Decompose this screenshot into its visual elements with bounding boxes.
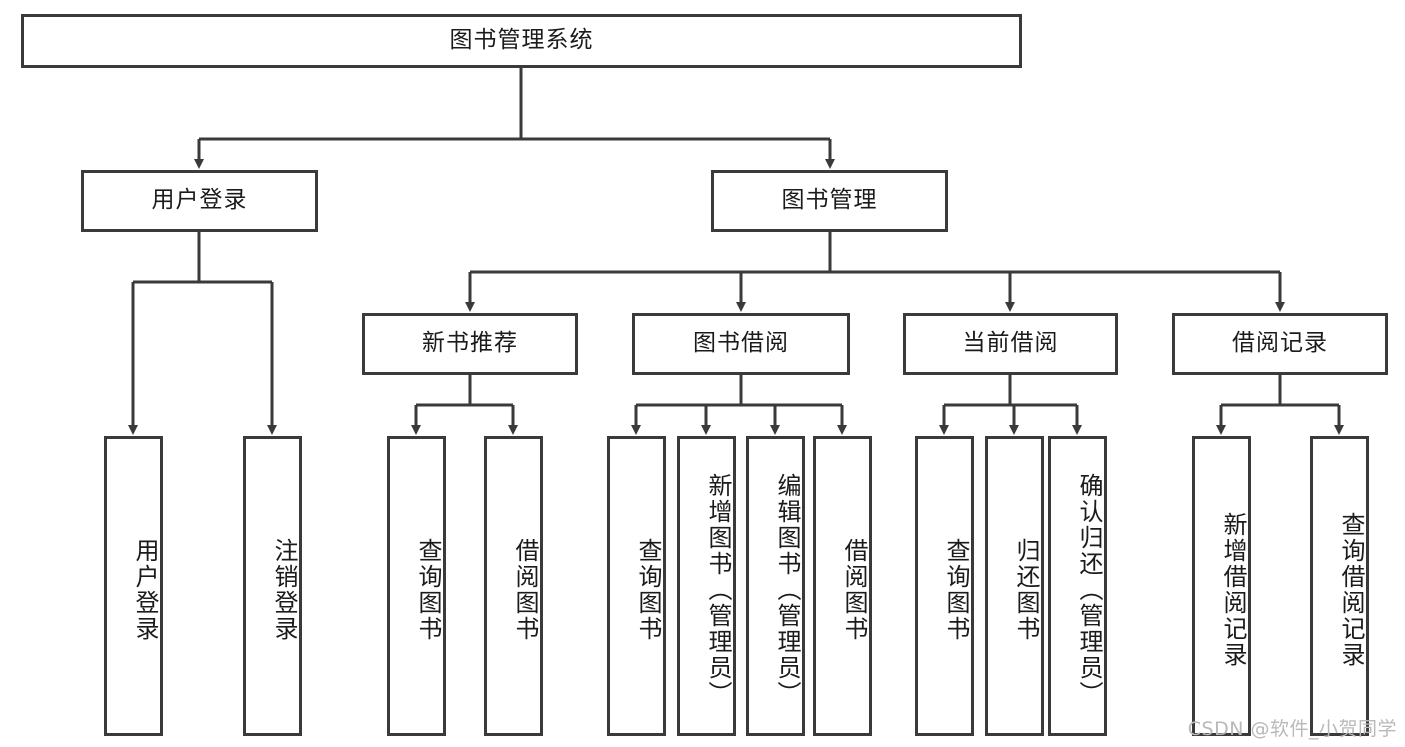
node-leaf-edit-book-label: 编辑图书（管理员） xyxy=(773,473,801,707)
node-current-borrow-label: 当前借阅 xyxy=(962,330,1059,357)
node-leaf-user-login-label: 用户登录 xyxy=(131,538,159,642)
node-root[interactable]: 图书管理系统 xyxy=(21,14,1022,68)
node-leaf-confirm-return-label: 确认归还（管理员） xyxy=(1075,473,1103,707)
node-leaf-query-borrow-record[interactable]: 查询借阅记录 xyxy=(1310,436,1369,736)
node-leaf-query-book-borrow[interactable]: 查询图书 xyxy=(607,436,666,736)
node-leaf-edit-book[interactable]: 编辑图书（管理员） xyxy=(746,436,805,736)
node-current-borrow[interactable]: 当前借阅 xyxy=(903,313,1118,375)
node-leaf-add-borrow-record[interactable]: 新增借阅记录 xyxy=(1192,436,1251,736)
node-book-manage-label: 图书管理 xyxy=(781,187,878,214)
node-borrow-record-label: 借阅记录 xyxy=(1232,330,1328,357)
node-book-manage[interactable]: 图书管理 xyxy=(711,170,948,232)
node-leaf-query-book-recommend[interactable]: 查询图书 xyxy=(387,436,446,736)
node-leaf-query-book-current-label: 查询图书 xyxy=(942,538,970,642)
node-leaf-borrow-book-label: 借阅图书 xyxy=(840,538,868,642)
node-new-book-recommend-label: 新书推荐 xyxy=(422,330,518,357)
node-leaf-borrow-book-recommend[interactable]: 借阅图书 xyxy=(484,436,543,736)
node-leaf-logout[interactable]: 注销登录 xyxy=(243,436,302,736)
node-book-borrow-label: 图书借阅 xyxy=(693,330,789,357)
node-root-label: 图书管理系统 xyxy=(449,27,594,54)
node-leaf-return-book-label: 归还图书 xyxy=(1012,538,1040,642)
node-leaf-borrow-book[interactable]: 借阅图书 xyxy=(813,436,872,736)
node-leaf-return-book[interactable]: 归还图书 xyxy=(985,436,1044,736)
node-user-login-label: 用户登录 xyxy=(151,187,248,214)
csdn-watermark: CSDN @软件_小贺同学 xyxy=(1187,718,1397,740)
node-leaf-query-book-current[interactable]: 查询图书 xyxy=(915,436,974,736)
node-leaf-user-login[interactable]: 用户登录 xyxy=(104,436,163,736)
node-leaf-query-book-borrow-label: 查询图书 xyxy=(634,538,662,642)
node-user-login[interactable]: 用户登录 xyxy=(81,170,318,232)
node-leaf-query-book-recommend-label: 查询图书 xyxy=(414,538,442,642)
node-leaf-query-borrow-record-label: 查询借阅记录 xyxy=(1337,512,1365,668)
node-leaf-borrow-book-recommend-label: 借阅图书 xyxy=(511,538,539,642)
node-book-borrow[interactable]: 图书借阅 xyxy=(632,313,850,375)
node-leaf-add-book[interactable]: 新增图书（管理员） xyxy=(677,436,736,736)
node-leaf-add-borrow-record-label: 新增借阅记录 xyxy=(1219,512,1247,668)
node-borrow-record[interactable]: 借阅记录 xyxy=(1172,313,1388,375)
node-leaf-logout-label: 注销登录 xyxy=(270,538,298,642)
node-leaf-confirm-return[interactable]: 确认归还（管理员） xyxy=(1048,436,1107,736)
node-new-book-recommend[interactable]: 新书推荐 xyxy=(362,313,578,375)
node-leaf-add-book-label: 新增图书（管理员） xyxy=(704,473,732,707)
